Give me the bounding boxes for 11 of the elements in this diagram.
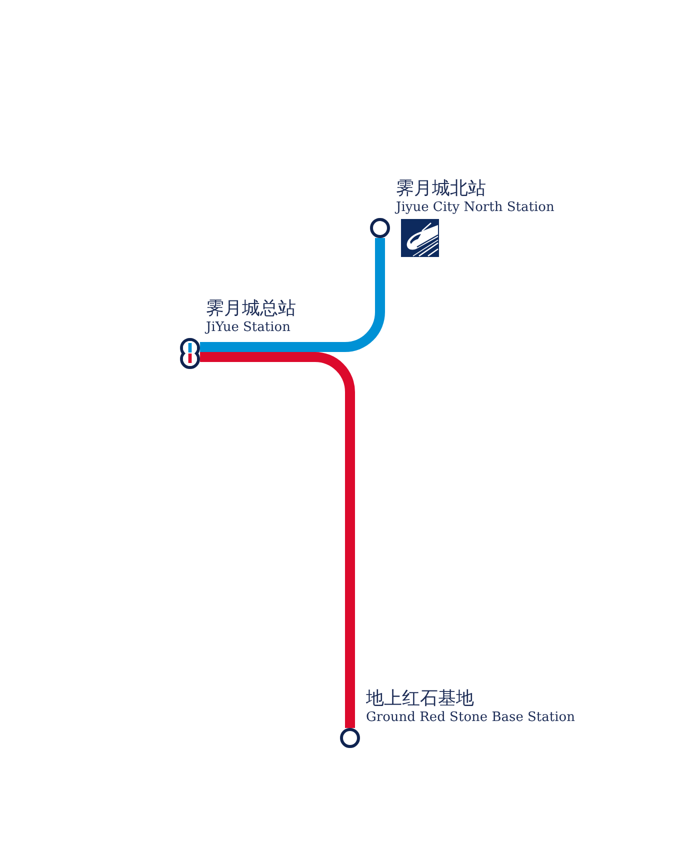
- station-name-latin: Jiyue City North Station: [396, 200, 554, 215]
- metro-line: [200, 352, 355, 728]
- station-marker: [370, 218, 390, 238]
- station-name-latin: JiYue Station: [206, 320, 290, 335]
- metro-line: [200, 238, 385, 352]
- station-name: 霁月城总站: [206, 298, 296, 320]
- interchange-station-marker: [180, 338, 200, 369]
- station-name: 霁月城北站: [396, 178, 486, 200]
- station-marker: [340, 728, 360, 748]
- station-name-latin: Ground Red Stone Base Station: [366, 710, 575, 725]
- station-name: 地上红石基地: [366, 688, 474, 710]
